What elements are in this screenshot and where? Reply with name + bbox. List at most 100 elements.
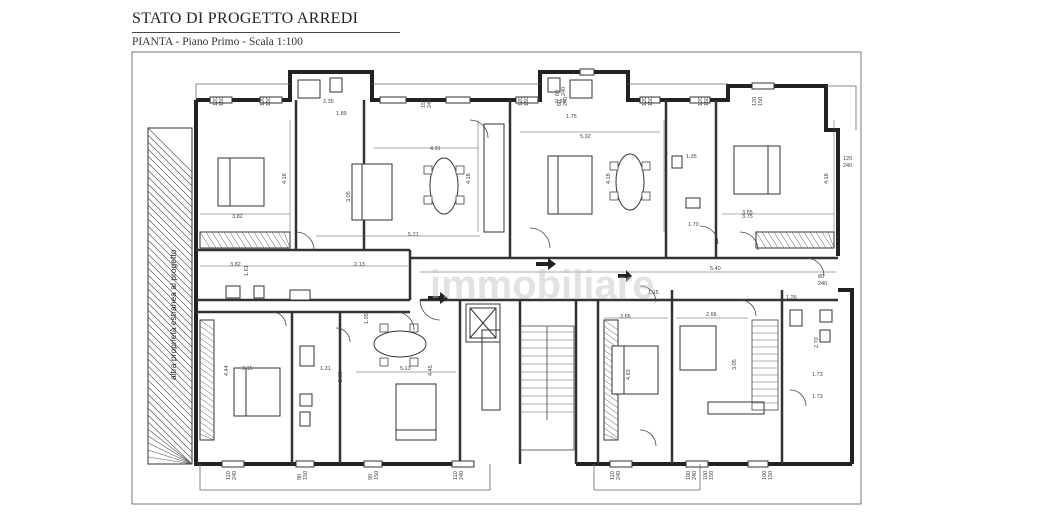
room-dimension: 4.18 [466,173,472,184]
window-height-label: 150 [524,97,530,106]
watermark: immobiliare [430,263,655,307]
dining-tables [373,153,645,358]
room-dimension: 3.75 [742,214,753,220]
room-dimension: 4.45 [428,365,434,376]
top-windows [209,68,775,104]
window-height-label: 150 [704,97,710,106]
window-height-label: 240 [818,281,827,287]
window-width-label: 100 [703,471,709,480]
room-dimension: 4.18 [282,173,288,184]
drawing-subtitle: PIANTA - Piano Primo - Scala 1:100 [132,36,303,48]
entrance-arrows [428,258,632,304]
room-dimension: 5.21 [408,232,419,238]
subtitle-rest: - Piano Primo - Scala 1:100 [172,36,303,48]
room-dimension: 1.35 [686,154,697,160]
room-dimension-labels: 2.351.894.915.213.823.824.183.054.182.35… [224,99,830,400]
window-height-label: 240 [616,471,622,480]
room-dimension: 4.91 [430,146,441,152]
stair-steps [520,331,574,413]
room-dimension: 1.61 [244,265,250,276]
window-width-label: 110 [610,471,616,480]
room-dimension: 5.40 [710,266,721,272]
window-width-label: 110 [453,471,459,480]
window-width-label: 120 [843,156,852,162]
window-height-label: 150 [266,97,272,106]
room-dimension: 5.13 [400,366,411,372]
room-dimension: 3.05 [346,191,352,202]
title-underline [132,32,400,33]
room-dimension: 1.70 [688,222,699,228]
window-width-label: 120 [642,97,648,106]
window-width-label: 80 [818,274,824,280]
room-dimension: 4.44 [224,365,230,376]
room-dimension: 1.15 [648,290,659,296]
room-dimension: 5.32 [580,134,591,140]
subtitle-prefix: PIANTA [132,36,173,48]
room-dimension: 4.18 [606,173,612,184]
window-height-label: 240 [427,99,433,108]
window-height-label: 150 [374,471,380,480]
bottom-windows [221,460,769,468]
window-width-label: 60 [555,90,561,96]
beds [217,145,781,417]
window-height-label: 240 [459,471,465,480]
window-width-label: 150 [421,99,427,108]
room-dimension: 1.89 [336,111,347,117]
wardrobe-hatch [199,231,835,441]
window-height-label: 150 [768,471,774,480]
window-width-label: 120 [518,97,524,106]
window-width-label: 120 [213,97,219,106]
dimension-lines [200,120,836,373]
room-dimension: 3.82 [232,214,243,220]
drawing-title: STATO DI PROGETTO ARREDI [132,10,359,27]
window-height-label: 150 [219,97,225,106]
room-dimension: 2.13 [354,262,365,268]
room-dimension: 3.15 [242,366,253,372]
room-dimension: 2.88 [338,371,344,382]
window-width-label: 100 [686,471,692,480]
room-dimension: 1.75 [566,114,577,120]
room-dimension: 2.70 [814,337,820,348]
room-dimension: 1.05 [364,313,370,324]
window-height-label: 240 [692,471,698,480]
room-dimension: 3.55 [742,210,753,216]
window-height-label: 150 [303,471,309,480]
window-width-label: 100 [762,471,768,480]
window-height-label: 240 [563,97,569,106]
room-dimension: 4.63 [626,369,632,380]
window-width-label: 90 [368,474,374,480]
window-height-label: 150 [648,97,654,106]
window-height-label: 150 [758,97,764,106]
chairs [379,161,651,367]
sofas [351,155,717,441]
sheet-frame [131,51,862,505]
room-dimension: 3.05 [732,359,738,370]
room-dimension: 2.66 [706,312,717,318]
room-dimension: 4.18 [824,173,830,184]
window-width-label: 120 [698,97,704,106]
neighbour-property-note: altra proprietà estranea al progetto [168,249,178,380]
window-height-label: 150 [709,471,715,480]
window-width-label: 120 [260,97,266,106]
internal-stair [751,319,779,411]
kitchen-counters [481,123,765,415]
window-height-label: 240 [561,87,567,96]
door-swings [271,119,825,447]
room-dimension: 1.73 [812,394,823,400]
window-width-label: 120 [752,97,758,106]
bathroom-fixtures [225,77,833,427]
internal-stair-steps [752,325,778,404]
window-height-label: 240 [232,471,238,480]
room-dimension: 3.65 [620,314,631,320]
neighbour-property-hatch [147,127,193,465]
room-dimension: 1.73 [812,372,823,378]
balcony-outlines [195,83,857,491]
room-dimension: 2.35 [555,99,566,105]
window-width-label: 60 [557,100,563,106]
window-width-label: 90 [297,474,303,480]
lift-shaft [465,303,501,343]
